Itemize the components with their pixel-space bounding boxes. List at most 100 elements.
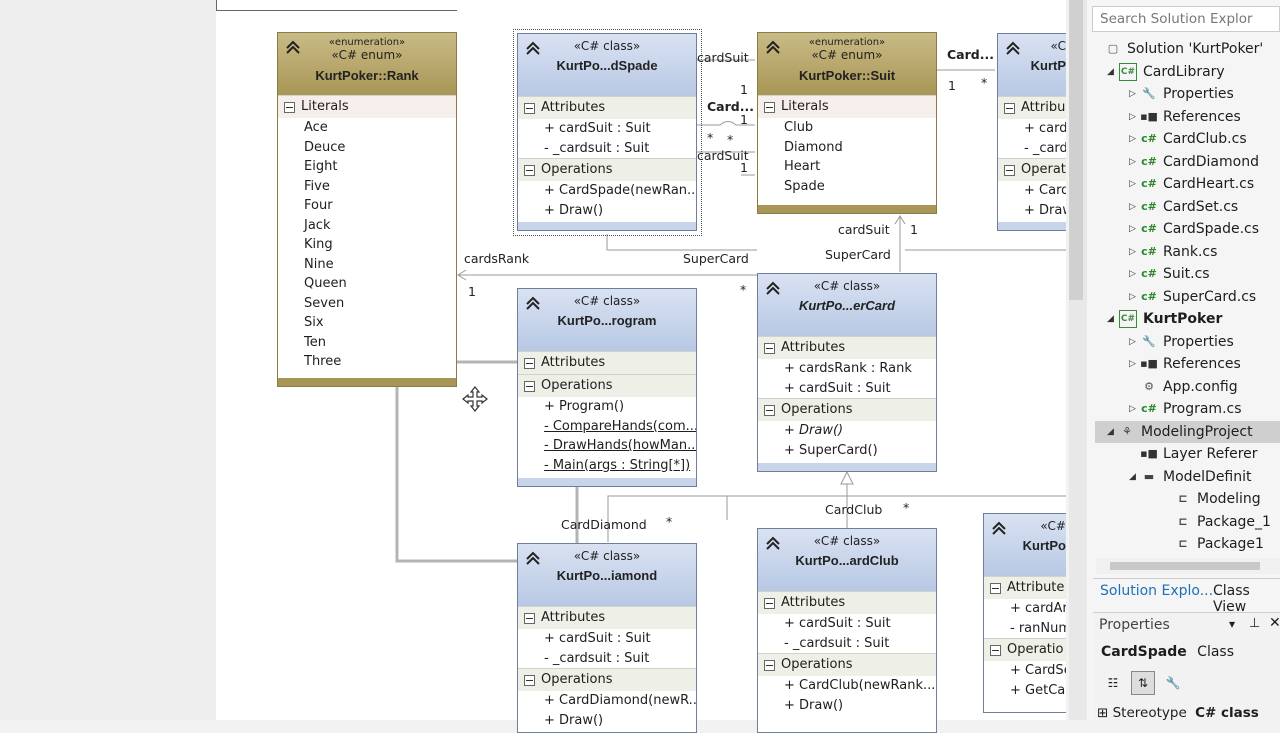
collapse-box-icon[interactable] [764, 659, 775, 671]
literals-section[interactable]: Literals [758, 95, 936, 118]
tree-item-file[interactable]: ▷c#Program.cs [1129, 398, 1242, 421]
literal-item[interactable]: Four [304, 198, 333, 213]
operations-section[interactable]: Operat [998, 158, 1066, 181]
attribute-item[interactable]: - _cardsuit : Suit [544, 650, 650, 666]
tree-item-model[interactable]: ⊏Package1 [1175, 533, 1264, 556]
collapse-chevron-icon[interactable] [764, 39, 782, 55]
attribute-item[interactable]: + card [1024, 121, 1066, 136]
attributes-section[interactable]: Attributes [758, 591, 936, 614]
enum-suit[interactable]: «enumeration» «C# enum» KurtPoker::Suit … [757, 32, 937, 214]
operations-section[interactable]: Operations [518, 668, 696, 691]
categorized-icon[interactable]: ☷ [1107, 676, 1119, 690]
attributes-section[interactable]: Attributes [518, 351, 696, 374]
attribute-item[interactable]: + cardSuit : Suit [544, 121, 651, 136]
operations-section[interactable]: Operations [518, 158, 696, 181]
class-program-header[interactable]: «C# class» KurtPo...rogram [518, 289, 696, 351]
association-label[interactable]: cardsRank [464, 251, 530, 266]
expanded-icon[interactable]: ◢ [1107, 66, 1114, 77]
collapsed-icon[interactable]: ▷ [1129, 291, 1136, 302]
literal-item[interactable]: Diamond [784, 139, 843, 155]
association-label[interactable]: SuperCard [825, 247, 891, 262]
class-program[interactable]: «C# class» KurtPo...rogram Attributes Op… [517, 288, 697, 487]
attributes-section[interactable]: Attribu [998, 96, 1066, 119]
collapsed-icon[interactable]: ▷ [1129, 89, 1136, 99]
collapse-box-icon[interactable] [524, 102, 535, 114]
collapsed-icon[interactable]: ▷ [1129, 111, 1136, 122]
collapse-chevron-icon[interactable] [764, 535, 782, 551]
tree-item-model[interactable]: ⊏Modeling [1175, 488, 1260, 511]
attribute-item[interactable]: + cardSuit : Suit [784, 380, 891, 396]
collapsed-icon[interactable]: ▷ [1129, 179, 1136, 189]
collapse-box-icon[interactable] [524, 674, 535, 686]
attributes-section[interactable]: Attributes [518, 96, 696, 119]
operations-section[interactable]: Operations [758, 653, 936, 676]
selected-object[interactable]: CardSpade Class [1101, 644, 1234, 660]
collapse-chevron-icon[interactable] [1004, 40, 1022, 56]
literal-item[interactable]: Spade [784, 178, 825, 194]
enum-rank-header[interactable]: «enumeration» «C# enum» KurtPoker::Rank [278, 33, 456, 95]
operation-item[interactable]: + CardSpade(newRan... [544, 183, 697, 198]
class-cardclub-header[interactable]: «C# class» KurtPo...ardClub [758, 529, 936, 591]
solution-search-input[interactable]: Search Solution Explor [1092, 6, 1280, 32]
operation-item[interactable]: + Card [1024, 183, 1066, 198]
class-cardheart[interactable]: «C KurtP Attribu + card - _card Operat +… [997, 33, 1066, 231]
class-supercard[interactable]: «C# class» KurtPo...erCard Attributes + … [757, 273, 937, 472]
operations-section[interactable]: Operations [518, 374, 696, 397]
tree-item-model[interactable]: ⊏Package_1 [1175, 511, 1271, 534]
dropdown-icon[interactable]: ▾ [1229, 617, 1236, 631]
collapse-box-icon[interactable] [524, 164, 535, 176]
collapsed-icon[interactable]: ▷ [1129, 201, 1136, 212]
literal-item[interactable]: King [304, 237, 333, 252]
tree-item-kurtpoker[interactable]: ◢C#KurtPoker [1107, 308, 1222, 331]
literal-item[interactable]: Six [304, 315, 324, 330]
collapsed-icon[interactable]: ▷ [1129, 246, 1136, 257]
collapsed-icon[interactable]: ▷ [1129, 134, 1136, 144]
alphabetical-icon[interactable]: ⇅ [1131, 671, 1155, 695]
attribute-item[interactable]: + cardSuit : Suit [544, 631, 651, 646]
literal-item[interactable]: Deuce [304, 139, 346, 155]
collapse-chevron-icon[interactable] [524, 40, 542, 56]
expand-icon[interactable]: ⊞ [1097, 705, 1109, 721]
attribute-item[interactable]: - ranNum [1010, 620, 1066, 636]
collapse-chevron-icon[interactable] [524, 550, 542, 566]
association-label[interactable]: CardClub [825, 502, 883, 517]
operation-item[interactable]: + Draw() [544, 712, 604, 728]
collapse-box-icon[interactable] [524, 357, 535, 369]
tree-item-properties[interactable]: ▷🔧Properties [1129, 331, 1234, 354]
collapse-box-icon[interactable] [284, 101, 295, 113]
operations-section[interactable]: Operatio [984, 638, 1066, 661]
literal-item[interactable]: Five [304, 178, 330, 194]
scrollbar-thumb[interactable] [1110, 562, 1260, 570]
collapse-chevron-icon[interactable] [764, 280, 782, 296]
collapse-chevron-icon[interactable] [990, 520, 1008, 536]
operation-item[interactable]: + SuperCard() [784, 442, 878, 458]
tree-item-layer-ref[interactable]: ▪■Layer Referer [1140, 443, 1257, 466]
collapsed-icon[interactable]: ▷ [1129, 269, 1136, 279]
tree-item-file[interactable]: ▷c#Rank.cs [1129, 241, 1217, 264]
enum-rank[interactable]: «enumeration» «C# enum» KurtPoker::Rank … [277, 32, 457, 387]
tree-item-file[interactable]: ▷c#Suit.cs [1129, 263, 1210, 286]
association-label[interactable]: SuperCard [683, 251, 749, 266]
pin-icon[interactable]: ⊥ [1249, 616, 1261, 631]
collapse-box-icon[interactable] [1004, 164, 1015, 176]
attributes-section[interactable]: Attributes [518, 606, 696, 629]
collapsed-icon[interactable]: ▷ [1129, 336, 1136, 347]
collapse-box-icon[interactable] [990, 582, 1001, 594]
collapsed-icon[interactable]: ▷ [1129, 359, 1136, 369]
collapse-box-icon[interactable] [764, 101, 775, 113]
tree-item-file[interactable]: ▷c#SuperCard.cs [1129, 286, 1256, 309]
association-label[interactable]: Card... [947, 47, 994, 62]
diagram-vertical-scrollbar[interactable] [1069, 0, 1083, 300]
property-row-stereotype[interactable]: ⊞ Stereotype C# class [1097, 705, 1259, 721]
attribute-item[interactable]: + cardAr [1010, 601, 1066, 616]
operation-item[interactable]: + Draw [1024, 202, 1066, 218]
class-cardspade[interactable]: «C# class» KurtPo...dSpade Attributes + … [517, 33, 697, 231]
collapse-box-icon[interactable] [1004, 102, 1015, 114]
collapsed-icon[interactable]: ▷ [1129, 224, 1136, 234]
attributes-section[interactable]: Attributes [758, 336, 936, 359]
literal-item[interactable]: Ten [304, 334, 326, 350]
tree-item-references[interactable]: ▷▪■References [1129, 106, 1241, 129]
class-cardclub[interactable]: «C# class» KurtPo...ardClub Attributes +… [757, 528, 937, 733]
attribute-item[interactable]: - _cardsuit : Suit [784, 635, 890, 651]
operation-item[interactable]: + GetCar [1010, 682, 1066, 698]
